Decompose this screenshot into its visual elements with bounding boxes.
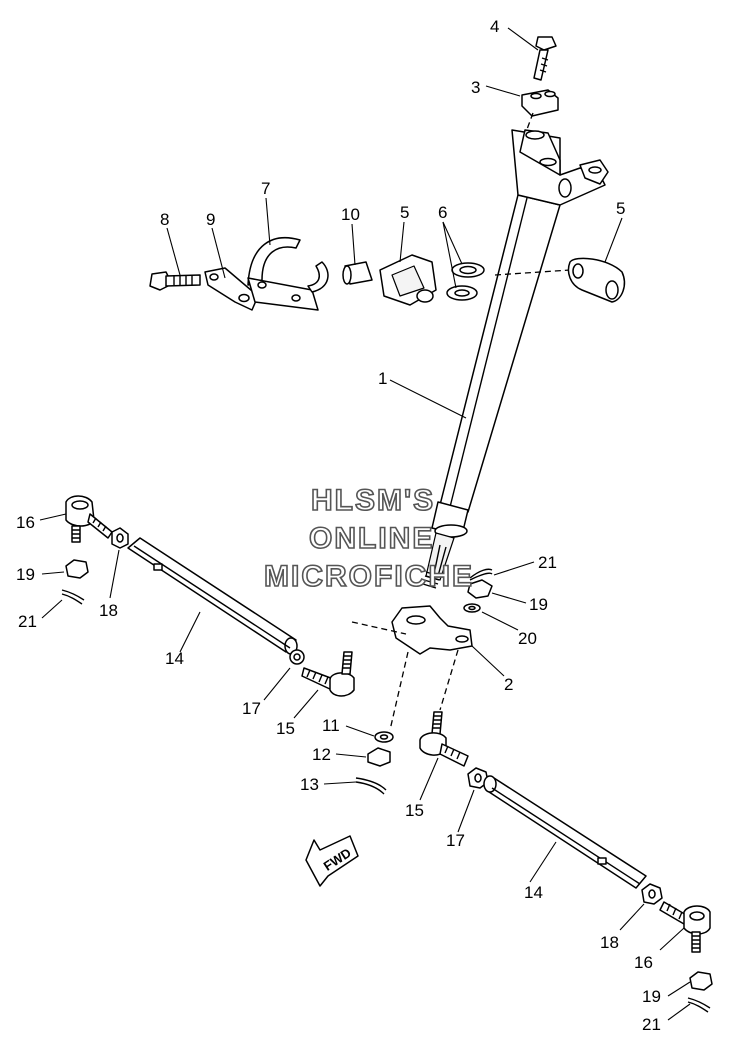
forward-arrow-icon: FWD [305,835,359,887]
nut-part-19-left [65,559,89,579]
callout-5-right: 5 [616,199,625,218]
callout-15-left: 15 [276,719,295,738]
watermark-line-3: MICROFICHE [264,560,474,593]
washer-part-11 [374,731,394,743]
bushing-part-5-right [567,257,626,303]
callout-1: 1 [378,369,387,388]
tie-rod-end-part-16-left [65,495,113,543]
callout-4: 4 [490,17,499,36]
callout-21-left: 21 [18,612,37,631]
callout-14-right: 14 [524,883,543,902]
callout-labels: 4 3 7 8 9 10 5 6 5 1 16 19 21 18 14 17 1… [16,17,661,1034]
callout-3: 3 [471,78,480,97]
callout-6: 6 [438,203,447,222]
tie-rod-end-part-16-right [659,901,711,953]
callout-12: 12 [312,745,331,764]
cotter-pin-part-21-right [687,997,711,1013]
callout-2: 2 [504,675,513,694]
callout-15-right: 15 [405,801,424,820]
watermark-line-2: ONLINE [309,522,434,555]
callout-17-left: 17 [242,699,261,718]
callout-10: 10 [341,205,360,224]
tie-rod-end-part-15-right [419,711,469,767]
callout-8: 8 [160,210,169,229]
cotter-pin-part-13 [355,777,387,795]
tie-rod-end-part-15-left [301,651,355,697]
bracket-part-7 [247,237,329,311]
callout-7: 7 [261,179,270,198]
washer-part-6 [446,262,485,301]
callout-17-right: 17 [446,831,465,850]
nut-part-17-left [289,649,305,665]
callout-5-left: 5 [400,203,409,222]
callout-18-left: 18 [99,601,118,620]
watermark-line-1: HLSM'S [311,484,435,517]
nut-part-19-right [689,971,713,991]
callout-19-center: 19 [529,595,548,614]
callout-16-left: 16 [16,513,35,532]
callout-20: 20 [518,629,537,648]
bolt-part-4 [533,36,557,81]
cotter-pin-part-21-left [61,589,85,605]
clamp-part-3 [521,89,559,117]
callout-16-right: 16 [634,953,653,972]
steering-column-part [422,129,609,589]
tie-rod-part-14-left [127,537,298,655]
nut-part-18-right [641,883,663,905]
callout-19-left: 19 [16,565,35,584]
callout-18-right: 18 [600,933,619,952]
collar-part-10 [342,261,373,285]
callout-19-right: 19 [642,987,661,1006]
callout-11: 11 [322,716,340,735]
washer-part-20 [463,603,481,613]
bushing-part-5-left [379,254,437,306]
bolt-part-8 [149,271,201,291]
callout-9: 9 [206,210,215,229]
nut-part-18-left [111,527,129,549]
watermark: HLSM'S ONLINE MICROFICHE [263,483,474,594]
callout-21-right: 21 [642,1015,661,1034]
cotter-pin-part-21-center [469,568,493,581]
nut-part-19-center [467,579,493,599]
tie-rod-part-14-right [483,775,647,889]
lock-plate-part-9 [204,267,259,311]
callout-21-center: 21 [538,553,557,572]
callout-13: 13 [300,775,319,794]
pitman-arm-part-2 [391,605,473,655]
nut-part-12 [367,747,391,767]
leader-lines [39,27,691,1021]
callout-14-left: 14 [165,649,184,668]
